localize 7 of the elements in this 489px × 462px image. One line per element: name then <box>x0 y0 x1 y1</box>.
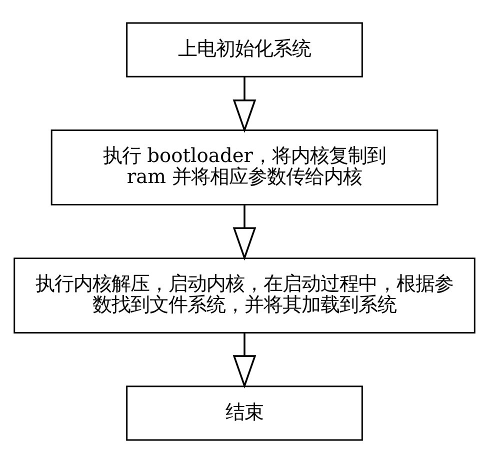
arrow <box>232 332 256 388</box>
node-box: 上电初始化系统 <box>126 22 363 77</box>
arrow <box>232 204 256 260</box>
node-box: 执行内核解压，启动内核，在启动过程中，根据参数找到文件系统，并将其加载到系统 <box>14 257 476 334</box>
arrow <box>232 76 256 132</box>
node-box: 结束 <box>126 385 363 440</box>
node-box: 执行 bootloader，将内核复制到 ram 并将相应参数传给内核 <box>50 128 438 205</box>
